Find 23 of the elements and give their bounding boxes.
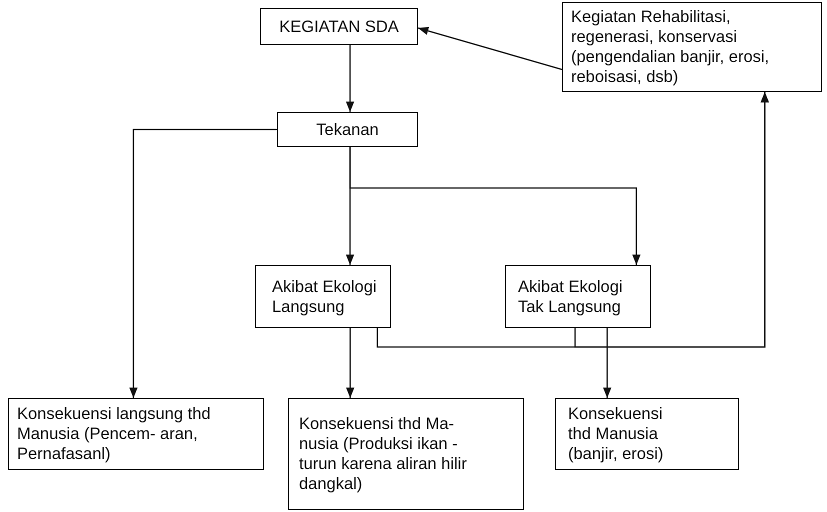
process-box (277, 112, 418, 147)
process-box (505, 265, 651, 328)
process-box (562, 2, 822, 92)
box-text: Konsekuensi thd Manusia (banjir, erosi) (568, 404, 664, 464)
arrow (418, 26, 562, 70)
box-text: Akibat Ekologi Langsung (272, 276, 378, 316)
process-box (8, 398, 264, 470)
arrow (129, 128, 277, 398)
box-text: Konsekuensi langsung thd Manusia (Pencem- aran, Pernafasanl) (17, 404, 212, 464)
process-box (255, 265, 391, 328)
arrow (574, 92, 769, 348)
box-text: Tekanan (316, 120, 379, 140)
arrow (346, 45, 354, 112)
box-text: Konsekuensi thd Ma- nusia (Produksi ikan - turun karena aliran hilir dangkal) (299, 414, 468, 494)
arrow (603, 328, 612, 398)
box-text: KEGIATAN SDA (279, 16, 399, 36)
arrow (346, 328, 354, 398)
arrow (349, 147, 641, 265)
box-text: Akibat Ekologi Tak Langsung (518, 276, 624, 316)
box-text: Kegiatan Rehabilitasi, regenerasi, konservasi (pengendalian banjir, erosi, reboisasi, dsb) (571, 7, 770, 87)
process-box (555, 398, 739, 470)
process-box (260, 8, 418, 45)
process-box (288, 398, 524, 510)
